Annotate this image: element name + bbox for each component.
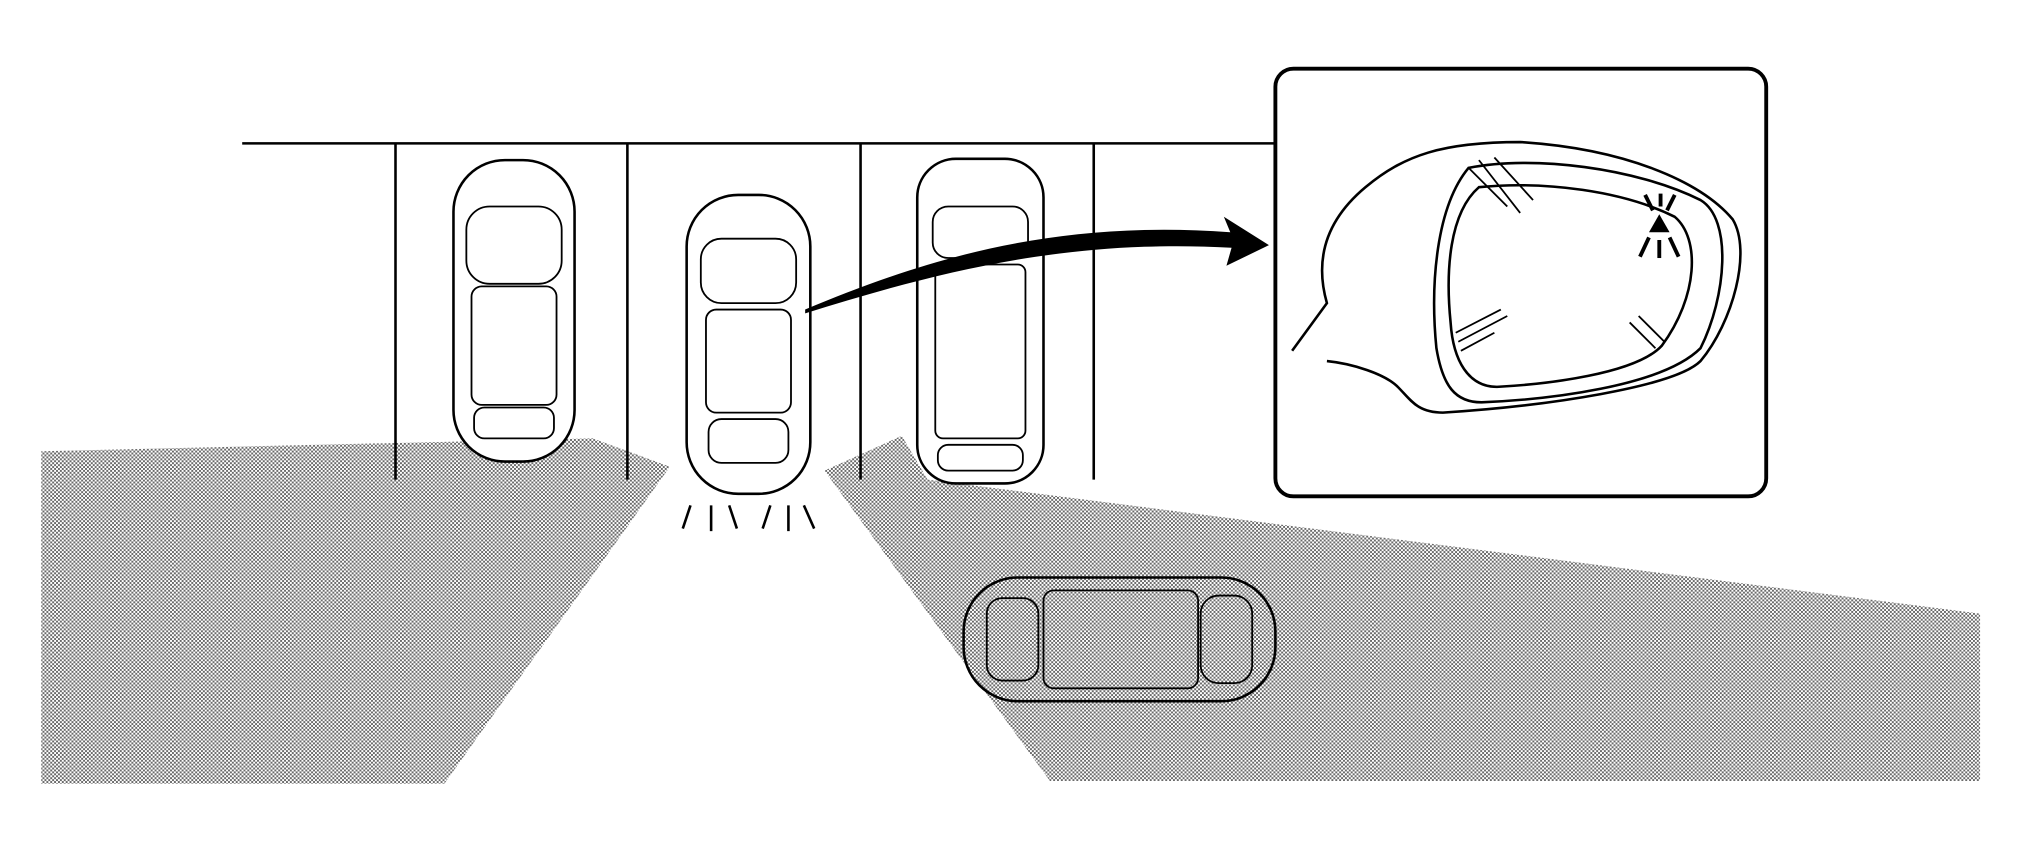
side-mirror-inset: [1273, 66, 1769, 499]
reverse-light-marks: [681, 504, 816, 532]
reversing-car: [681, 193, 816, 532]
left-detection-zone: [41, 438, 670, 784]
warning-triangle-icon: [1638, 193, 1681, 259]
approaching-car: [962, 576, 1277, 703]
curved-arrow-icon: [805, 216, 1269, 314]
parking-lines: [242, 142, 1282, 480]
right-detection-zone: [824, 435, 1981, 782]
parked-car-left: [452, 158, 576, 463]
parked-car-right: [915, 157, 1045, 485]
